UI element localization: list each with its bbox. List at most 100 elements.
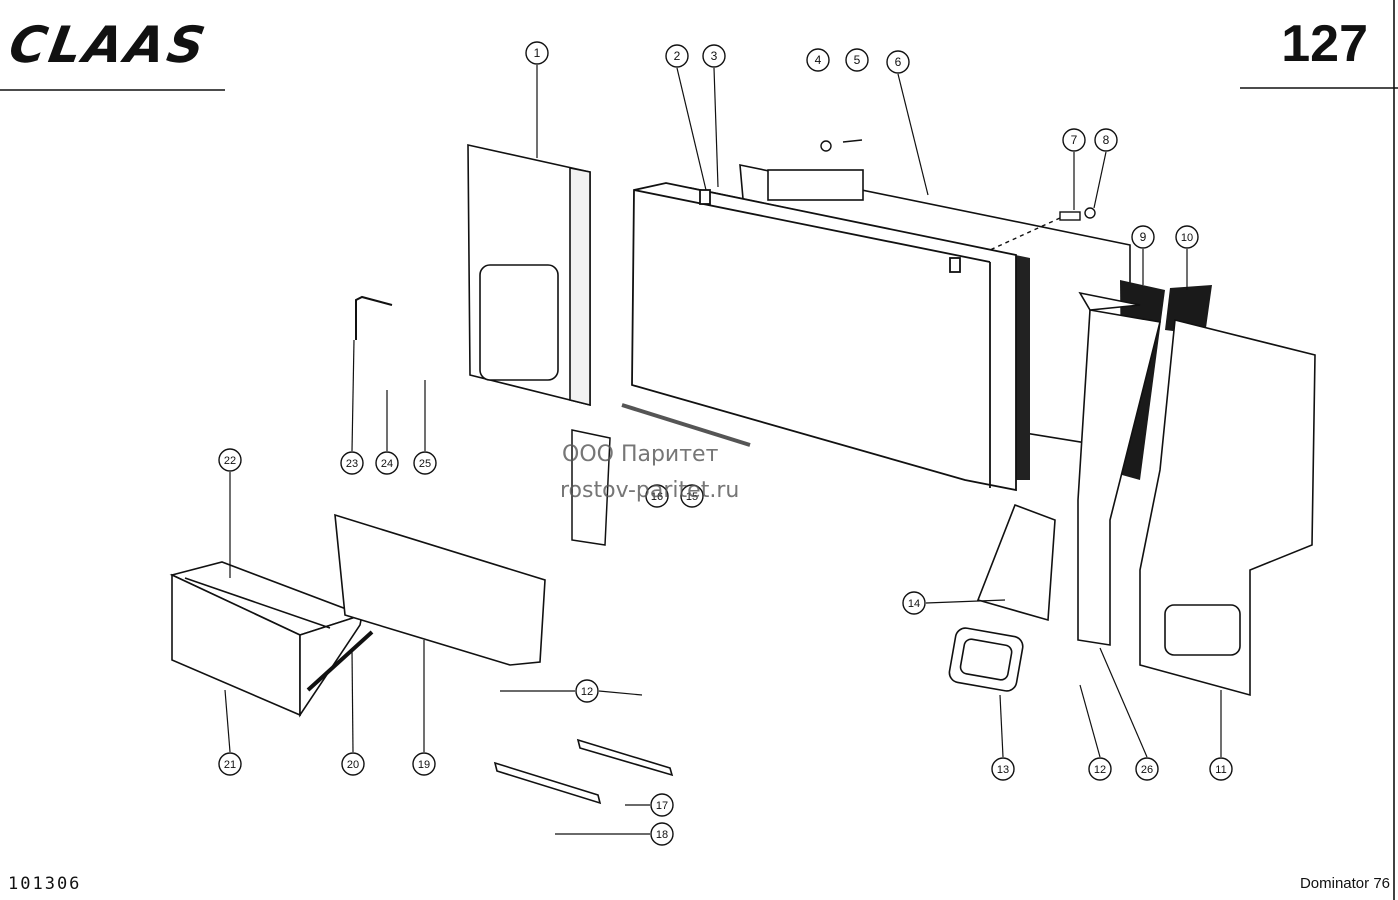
callout-label: 26: [1141, 764, 1153, 776]
callout-label: 3: [711, 49, 718, 63]
callout-label: 10: [1181, 232, 1193, 244]
callout-16: 16: [645, 484, 669, 508]
callout-circle: [412, 752, 436, 776]
callout-6: 6: [886, 50, 910, 74]
callout-label: 23: [346, 458, 358, 470]
part-2-front-panel: [631, 182, 1017, 492]
callout-circle: [650, 822, 674, 846]
callout-circle: [665, 44, 689, 68]
callout-label: 12: [581, 686, 593, 698]
callout-label: 6: [895, 55, 902, 69]
callout-15: 15: [680, 484, 704, 508]
callout-18: 18: [650, 822, 674, 846]
callout-1: 1: [525, 41, 549, 65]
part-26-vertical-duct: [1077, 291, 1161, 646]
callout-label: 13: [997, 764, 1009, 776]
callout-label: 5: [854, 53, 861, 67]
callout-17: 17: [650, 793, 674, 817]
callout-label: 15: [686, 491, 698, 503]
part-23-wrench: [355, 295, 393, 340]
callout-5: 5: [845, 48, 869, 72]
callout-circle: [702, 44, 726, 68]
callout-circle: [1094, 128, 1118, 152]
callout-label: 25: [419, 458, 431, 470]
callout-circle: [218, 448, 242, 472]
callout-20: 20: [341, 752, 365, 776]
callout-label: 22: [224, 455, 236, 467]
callout-label: 8: [1103, 133, 1110, 147]
callout-circle: [375, 451, 399, 475]
part-19-20-tray: [306, 513, 546, 692]
callout-circle: [1175, 225, 1199, 249]
callout-circle: [902, 591, 926, 615]
callout-circle: [1209, 757, 1233, 781]
callout-26: 26: [1135, 757, 1159, 781]
callout-circle: [525, 41, 549, 65]
callout-label: 18: [656, 829, 668, 841]
part-15-16-strip-bracket: [571, 403, 751, 546]
callout-24: 24: [375, 451, 399, 475]
part-4-5-small-items: [820, 139, 863, 152]
leader-lines: [224, 65, 1222, 835]
callout-circle: [340, 451, 364, 475]
callout-7: 7: [1062, 128, 1086, 152]
callout-label: 11: [1215, 764, 1226, 776]
callout-10: 10: [1175, 225, 1199, 249]
callout-circle: [413, 451, 437, 475]
callout-circle: [991, 757, 1015, 781]
drawing-number: 101306: [8, 874, 82, 894]
callout-circle: [680, 484, 704, 508]
callout-8: 8: [1094, 128, 1118, 152]
callout-circle: [1131, 225, 1155, 249]
callout-label: 14: [908, 598, 920, 610]
callout-label: 19: [418, 759, 430, 771]
callout-label: 7: [1071, 133, 1078, 147]
part-7-8-bolt-washer: [989, 207, 1096, 251]
part-1-side-plate: [467, 144, 591, 407]
callout-19: 19: [412, 752, 436, 776]
callout-label: 4: [815, 53, 822, 67]
watermark-line-2: rostov-paritet.ru: [560, 478, 740, 503]
callout-13: 13: [991, 757, 1015, 781]
callout-2: 2: [665, 44, 689, 68]
callout-14: 14: [902, 591, 926, 615]
callout-label: 21: [224, 759, 236, 771]
callout-3: 3: [702, 44, 726, 68]
callout-circle: [1135, 757, 1159, 781]
callout-12: 12: [575, 679, 599, 703]
callout-label: 16: [651, 491, 663, 503]
callout-21: 21: [218, 752, 242, 776]
callout-label: 24: [381, 458, 393, 470]
callout-circle: [886, 50, 910, 74]
callout-circle: [341, 752, 365, 776]
callout-4: 4: [806, 48, 830, 72]
callout-label: 9: [1140, 230, 1147, 244]
callout-11: 11: [1209, 757, 1233, 781]
callout-12: 12: [1088, 757, 1112, 781]
watermark-line-1: ООО Паритет: [562, 442, 719, 467]
callout-22: 22: [218, 448, 242, 472]
part-11-right-housing: [1139, 318, 1316, 697]
callout-label: 2: [674, 49, 681, 63]
part-21-22-tool-box: [169, 561, 365, 718]
callout-circle: [575, 679, 599, 703]
callout-circle: [1088, 757, 1112, 781]
callout-23: 23: [340, 451, 364, 475]
callout-label: 20: [347, 759, 359, 771]
callout-circle: [845, 48, 869, 72]
model-name: Dominator 76: [1299, 875, 1390, 892]
part-13-handle: [948, 627, 1024, 692]
part-14-cover-plate: [976, 503, 1056, 622]
callout-label: 1: [534, 46, 541, 60]
callout-25: 25: [413, 451, 437, 475]
page-number: 127: [1281, 15, 1368, 73]
part-17-18-rails: [493, 738, 674, 805]
callout-circle: [218, 752, 242, 776]
callout-circle: [650, 793, 674, 817]
callout-label: 17: [656, 800, 668, 812]
callout-9: 9: [1131, 225, 1155, 249]
callout-circle: [1062, 128, 1086, 152]
